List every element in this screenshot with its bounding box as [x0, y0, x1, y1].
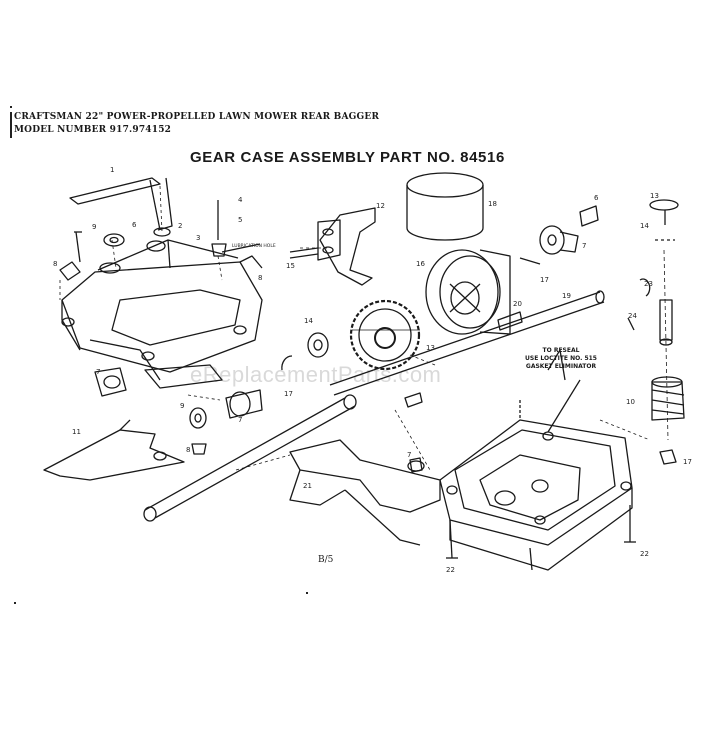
main-shaft: [329, 290, 605, 396]
callout-18: 18: [488, 200, 497, 208]
callout-6b: 6: [594, 194, 599, 202]
callout-6: 6: [132, 221, 137, 229]
callout-15: 15: [286, 262, 295, 270]
page-mark: B/5: [318, 555, 334, 565]
callout-14: 14: [304, 317, 313, 325]
lubrication-hole-label: LUBRICATION HOLE: [232, 243, 276, 249]
mounting-bracket: [289, 439, 441, 546]
diagram-title: GEAR CASE ASSEMBLY PART NO. 84516: [190, 149, 505, 166]
shift-bracket: [69, 177, 173, 237]
callout-17: 17: [540, 276, 549, 284]
drive-gear: [349, 299, 421, 371]
vertical-shaft-column: [627, 199, 685, 465]
callout-2: 2: [178, 222, 182, 230]
callout-23: 23: [644, 280, 653, 288]
callout-7b: 7: [238, 416, 242, 424]
header-rule: [10, 112, 12, 138]
base-plate: [43, 419, 185, 481]
callout-3: 3: [196, 234, 200, 242]
lower-gear-case: [439, 379, 633, 571]
callout-7: 7: [96, 368, 100, 376]
callout-20: 20: [513, 300, 522, 308]
callout-12: 12: [376, 202, 385, 210]
callout-11: 11: [72, 428, 81, 436]
note-line-1: TO RESEAL: [542, 347, 580, 354]
callout-24: 24: [628, 312, 637, 320]
callout-8c: 8: [258, 274, 262, 282]
reseal-note: TO RESEAL USE LOCTITE NO. 515 GASKET ELI…: [524, 347, 598, 371]
scan-speck: [14, 602, 16, 604]
callout-13: 13: [426, 344, 435, 352]
callout-9b: 9: [180, 402, 184, 410]
callout-4: 4: [238, 196, 243, 204]
callout-1: 1: [110, 166, 114, 174]
note-line-3: GASKET ELIMINATOR: [525, 363, 597, 370]
callout-10: 10: [626, 398, 635, 406]
callout-19: 19: [562, 292, 571, 300]
callout-13b: 13: [650, 192, 659, 200]
callout-22: 22: [446, 566, 455, 574]
callout-9: 9: [92, 223, 96, 231]
note-line-2: USE LOCTITE NO. 515: [525, 355, 597, 362]
scan-speck: [10, 106, 12, 108]
header-line-2: MODEL NUMBER 917.974152: [14, 125, 172, 135]
callout-17b: 17: [284, 390, 293, 398]
callout-8b: 8: [186, 446, 190, 454]
callout-5: 5: [238, 216, 242, 224]
bushing: [406, 172, 484, 241]
header-line-1: CRAFTSMAN 22" POWER-PROPELLED LAWN MOWER…: [14, 112, 380, 122]
drive-pulley: [425, 249, 511, 335]
callout-22b: 22: [640, 550, 649, 558]
callout-14b: 14: [640, 222, 649, 230]
callout-8: 8: [53, 260, 57, 268]
callout-17c: 17: [683, 458, 692, 466]
axle-shaft: [143, 394, 357, 522]
shift-fork: [289, 207, 376, 286]
callout-16: 16: [416, 260, 425, 268]
callout-7c: 7: [407, 451, 411, 459]
callout-21: 21: [303, 482, 312, 490]
upper-gear-case-cover: [61, 239, 263, 389]
callout-7d: 7: [582, 242, 586, 250]
scan-speck: [306, 592, 308, 594]
